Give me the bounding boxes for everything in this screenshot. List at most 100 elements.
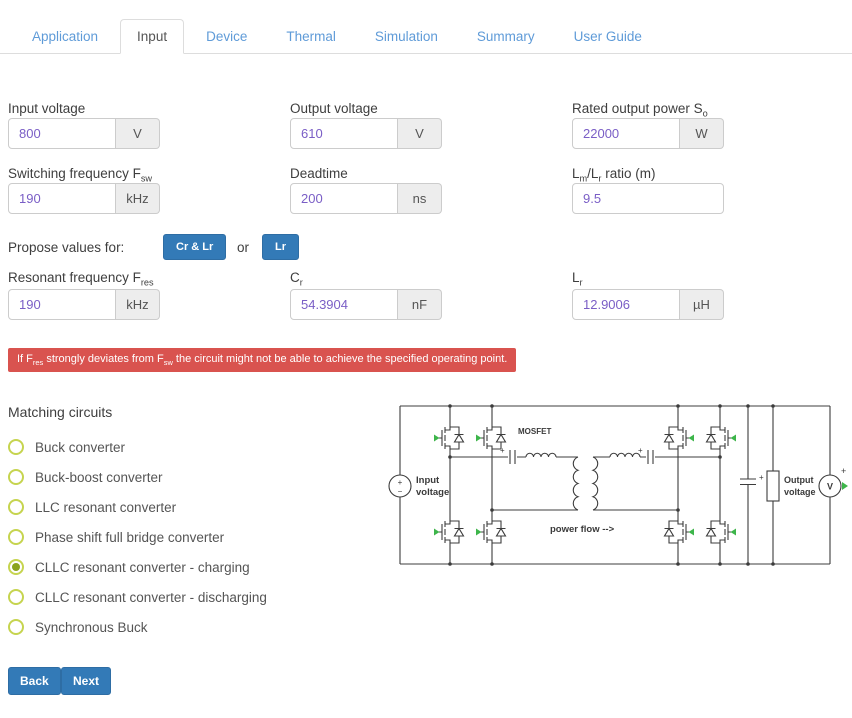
radio-circle-icon: [8, 619, 24, 635]
resonant-freq-unit: kHz: [116, 289, 160, 320]
tab-bar: Application Input Device Thermal Simulat…: [0, 19, 852, 54]
transformer-primary-winding: [572, 456, 580, 511]
deadtime-label: Deadtime: [290, 166, 348, 181]
tab-user-guide[interactable]: User Guide: [573, 29, 642, 44]
tab-thermal[interactable]: Thermal: [286, 29, 336, 44]
output-voltage-label: Output voltage: [290, 101, 378, 116]
tab-input[interactable]: Input: [120, 19, 185, 54]
input-voltage-label: Input voltage: [8, 101, 86, 116]
secondary-cap-plus: +: [638, 446, 643, 455]
diagram-mosfet-label: MOSFET: [518, 427, 551, 436]
input-voltage-field[interactable]: [8, 118, 116, 149]
input-source-plus: +: [398, 478, 403, 487]
wire-resonant-primary: [450, 450, 578, 464]
radio-label: CLLC resonant converter - discharging: [35, 589, 267, 605]
radio-circle-icon: [8, 469, 24, 485]
switching-freq-field[interactable]: [8, 183, 116, 214]
tab-summary[interactable]: Summary: [476, 29, 535, 44]
propose-or-label: or: [237, 240, 250, 255]
radio-circle-icon: [8, 529, 24, 545]
rated-power-label: Rated output power So: [572, 101, 708, 119]
deadtime-unit: ns: [398, 183, 442, 214]
diagram-input-label-line1: Input: [416, 475, 440, 486]
input-source-icon: [388, 474, 412, 498]
next-button[interactable]: Next: [61, 667, 112, 695]
resonant-freq-label: Resonant frequency Fres: [8, 270, 154, 288]
cr-group: nF: [290, 289, 442, 320]
mosfet-symbol: [663, 517, 695, 547]
tab-device[interactable]: Device: [206, 29, 248, 44]
wire-rails: [399, 405, 831, 565]
junction-dots: [448, 404, 775, 566]
rated-power-field[interactable]: [572, 118, 680, 149]
cr-label: Cr: [290, 270, 303, 288]
lm-lr-ratio-field[interactable]: [572, 183, 724, 214]
radio-llc-resonant-converter[interactable]: LLC resonant converter: [8, 497, 176, 517]
lr-unit: µH: [680, 289, 724, 320]
radio-label: CLLC resonant converter - charging: [35, 559, 250, 575]
voltmeter-plus: +: [841, 466, 846, 476]
rated-power-group: W: [572, 118, 724, 149]
radio-cllc-charging[interactable]: CLLC resonant converter - charging: [8, 557, 250, 577]
deadtime-field[interactable]: [290, 183, 398, 214]
radio-label: Buck-boost converter: [35, 469, 163, 485]
mosfet-symbol: [433, 423, 465, 453]
radio-circle-icon: [8, 499, 24, 515]
output-voltage-unit: V: [398, 118, 442, 149]
circuit-diagram: + − V + + + + MOSFET Input voltage Outpu…: [388, 404, 848, 566]
radio-label: Phase shift full bridge converter: [35, 529, 225, 545]
propose-label: Propose values for:: [8, 240, 125, 255]
voltmeter-arrow-icon: [842, 482, 848, 490]
radio-circle-icon: [8, 439, 24, 455]
switching-freq-unit: kHz: [116, 183, 160, 214]
radio-cllc-discharging[interactable]: CLLC resonant converter - discharging: [8, 587, 267, 607]
lm-lr-ratio-group: [572, 183, 724, 214]
back-button[interactable]: Back: [8, 667, 61, 695]
matching-circuits-title: Matching circuits: [8, 404, 113, 420]
voltmeter-label: V: [827, 482, 833, 492]
transformer-secondary-winding: [591, 456, 599, 511]
mosfet-symbol: [663, 423, 695, 453]
diagram-power-flow-label: power flow -->: [550, 524, 615, 535]
tab-simulation[interactable]: Simulation: [374, 29, 438, 44]
radio-synchronous-buck[interactable]: Synchronous Buck: [8, 617, 148, 637]
input-voltage-unit: V: [116, 118, 160, 149]
lr-label: Lr: [572, 270, 583, 288]
voltmeter-icon: [818, 474, 842, 498]
radio-phase-shift-full-bridge[interactable]: Phase shift full bridge converter: [8, 527, 224, 547]
input-source-minus: −: [398, 487, 403, 496]
diagram-input-label-line2: voltage: [416, 487, 449, 498]
cr-field[interactable]: [290, 289, 398, 320]
propose-cr-lr-button[interactable]: Cr & Lr: [163, 234, 227, 260]
mosfet-symbol: [475, 517, 507, 547]
mosfet-symbol: [705, 517, 737, 547]
rated-power-unit: W: [680, 118, 724, 149]
switching-freq-label: Switching frequency Fsw: [8, 166, 153, 184]
diagram-output-label-line1: Output: [784, 475, 814, 485]
resonance-warning-banner: If Fres strongly deviates from Fsw the c…: [8, 348, 517, 373]
output-cap-plus: +: [759, 473, 764, 482]
output-voltage-field[interactable]: [290, 118, 398, 149]
lr-group: µH: [572, 289, 724, 320]
lr-field[interactable]: [572, 289, 680, 320]
cr-unit: nF: [398, 289, 442, 320]
radio-label: LLC resonant converter: [35, 499, 177, 515]
mosfet-symbol: [705, 423, 737, 453]
radio-label: Buck converter: [35, 439, 126, 455]
radio-label: Synchronous Buck: [35, 619, 148, 635]
lm-lr-ratio-label: Lm/Lr ratio (m): [572, 166, 656, 184]
deadtime-group: ns: [290, 183, 442, 214]
wire-resonant-secondary: [593, 450, 720, 464]
resonant-freq-group: kHz: [8, 289, 160, 320]
propose-lr-button[interactable]: Lr: [262, 234, 299, 260]
radio-circle-icon: [8, 589, 24, 605]
switching-freq-group: kHz: [8, 183, 160, 214]
radio-buck-boost-converter[interactable]: Buck-boost converter: [8, 467, 163, 487]
output-capacitor: [740, 406, 756, 564]
wire-bridge-legs: [449, 406, 721, 564]
radio-buck-converter[interactable]: Buck converter: [8, 437, 125, 457]
resonant-freq-field[interactable]: [8, 289, 116, 320]
tab-application[interactable]: Application: [32, 29, 99, 44]
diagram-output-label-line2: voltage: [784, 487, 816, 497]
radio-circle-icon: [8, 559, 24, 575]
